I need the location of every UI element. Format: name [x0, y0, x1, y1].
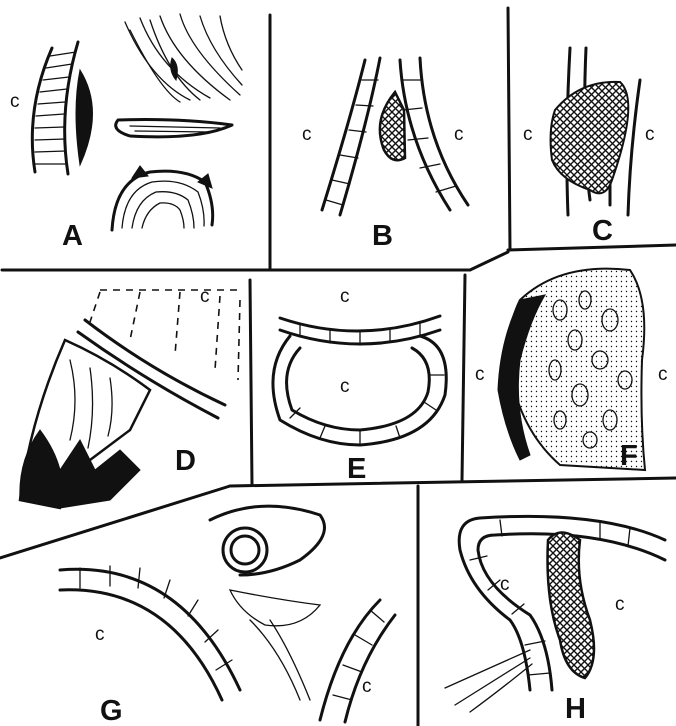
panel-g: c c G	[60, 506, 395, 726]
cavity-label: c	[523, 124, 533, 145]
panel-b: c c B	[302, 58, 468, 252]
panel-letter-d: D	[175, 445, 196, 477]
panel-d: c D	[20, 286, 240, 508]
panel-letter-g: G	[100, 695, 123, 726]
panel-letter-h: H	[565, 693, 586, 725]
whorled-body	[112, 166, 213, 230]
panel-letter-c: C	[592, 215, 613, 247]
fibrous-bundle-top	[125, 14, 242, 102]
cavity-label: c	[302, 124, 312, 145]
cavity-label: c	[95, 624, 105, 645]
panel-c: c c C	[523, 48, 655, 247]
cavity-label: c	[200, 286, 210, 307]
epithelium-arc-g	[80, 566, 384, 700]
cavity-label: c	[475, 364, 485, 385]
panel-letter-f: F	[620, 440, 638, 472]
panel-letter-b: B	[372, 220, 393, 252]
cavity-label: c	[340, 286, 350, 307]
panel-h: c c H	[445, 516, 665, 725]
cavity-label: c	[658, 364, 668, 385]
cavity-label: c	[615, 594, 625, 615]
panel-a: c A	[10, 14, 242, 252]
cavity-label: c	[340, 376, 350, 397]
cavity-label: c	[500, 574, 510, 595]
panel-e: c c E	[273, 286, 446, 485]
panel-f: c c F	[475, 269, 668, 472]
cavity-label: c	[645, 124, 655, 145]
panel-letter-a: A	[62, 220, 83, 252]
cavity-label: c	[362, 676, 372, 697]
cavity-label: c	[454, 124, 464, 145]
panel-letter-e: E	[347, 453, 366, 485]
cavity-label: c	[10, 91, 20, 112]
